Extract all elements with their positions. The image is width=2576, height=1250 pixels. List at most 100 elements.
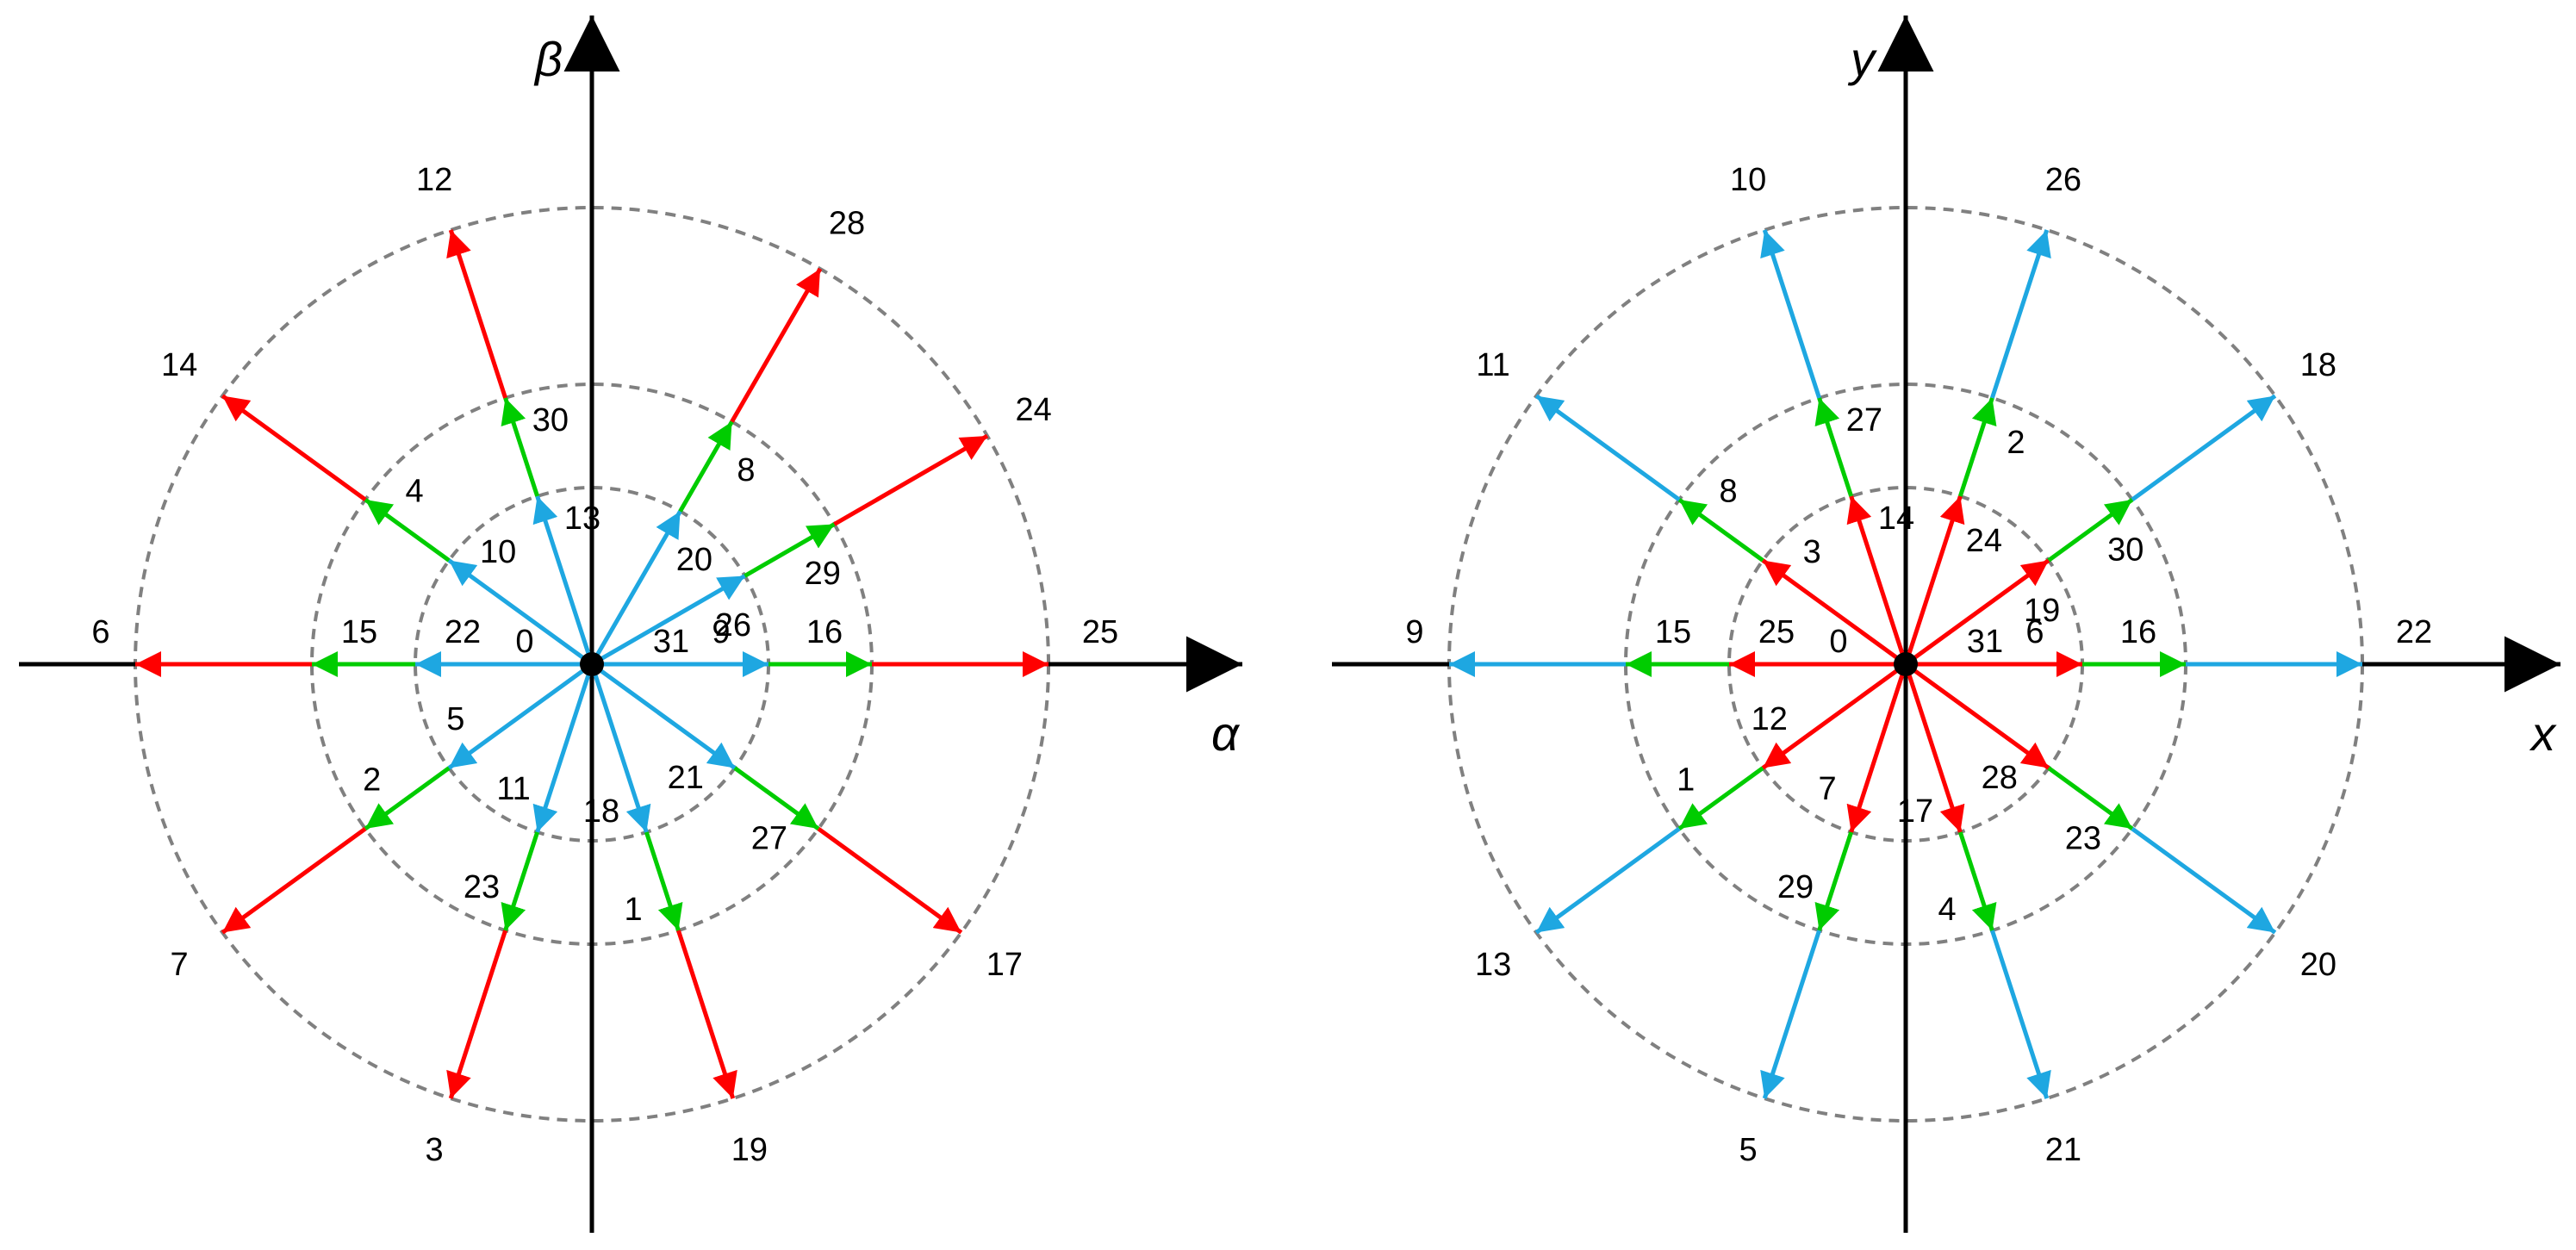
vector-arrow-inner: [1990, 930, 2051, 1099]
vector-label: 14: [161, 347, 197, 383]
vector-label: 26: [2045, 162, 2081, 198]
vector-arrow-inner: [2131, 827, 2277, 935]
vector-arrow-middle: [2047, 497, 2134, 563]
vector-arrow-middle: [1814, 831, 1854, 931]
vector-label: 21: [668, 760, 704, 796]
vector-arrow-inner: [447, 662, 594, 770]
vector-label: 9: [712, 614, 730, 650]
vector-label: 11: [496, 771, 530, 807]
vector-arrow-outer: [1761, 558, 1907, 667]
vector-arrow-inner: [532, 495, 594, 665]
vector-arrow-outer: [1903, 495, 1965, 665]
vector-arrow-middle: [2047, 766, 2134, 831]
vector-label: 3: [426, 1132, 444, 1168]
vector-arrow-middle: [733, 766, 820, 831]
zero-vector-label: 0: [515, 624, 533, 660]
vector-label: 25: [1758, 614, 1795, 650]
vector-arrow-outer: [1903, 663, 1965, 833]
vector-arrow-middle: [1957, 397, 1997, 497]
vector-arrow-outer: [446, 930, 507, 1099]
vector-label: 27: [1846, 402, 1882, 438]
vector-label: 23: [2065, 821, 2101, 857]
vector-arrow-middle: [678, 420, 734, 513]
x-axis-label: α: [1211, 706, 1241, 761]
vector-label: 22: [445, 614, 481, 650]
vector-arrow-outer: [446, 229, 507, 399]
vector-arrow-outer: [817, 827, 963, 935]
y-axis-label: β: [533, 32, 563, 86]
zero-vector-label-31: 31: [653, 624, 689, 660]
vector-label: 28: [1982, 760, 2018, 796]
vector-label: 19: [731, 1132, 768, 1168]
vector-label: 14: [1878, 501, 1914, 537]
vector-arrow-middle: [501, 831, 540, 931]
vector-label: 23: [464, 869, 500, 905]
vector-arrow-middle: [364, 766, 451, 831]
vector-arrow-middle: [364, 497, 451, 563]
vector-label: 12: [1752, 701, 1788, 737]
vector-arrow-outer: [1846, 495, 1908, 665]
vector-label: 6: [2025, 614, 2044, 650]
vector-label: 24: [1966, 523, 2002, 559]
vector-arrow-inner: [589, 663, 651, 833]
vector-arrow-inner: [1534, 827, 1681, 935]
vector-arrow-middle: [501, 397, 540, 497]
vector-label: 30: [2107, 532, 2144, 569]
vector-arrow-inner: [1760, 229, 1821, 399]
vector-arrow-middle: [1677, 766, 1764, 831]
vector-arrow-inner: [590, 662, 737, 770]
vector-arrow-inner: [532, 663, 594, 833]
vector-label: 9: [1405, 614, 1423, 650]
vector-label: 10: [1730, 162, 1766, 198]
vector-arrow-middle: [1677, 497, 1764, 563]
vector-label: 27: [751, 821, 787, 857]
vector-label: 30: [532, 402, 569, 438]
vector-label: 12: [416, 162, 452, 198]
vector-arrow-outer: [730, 267, 823, 423]
vector-arrow-inner: [590, 574, 746, 667]
vector-label: 7: [171, 947, 189, 983]
vector-label: 21: [2045, 1132, 2081, 1168]
vector-label: 16: [806, 614, 843, 650]
vector-label: 11: [1476, 347, 1509, 383]
vector-label: 22: [2396, 614, 2432, 650]
vector-arrow-middle: [744, 522, 836, 578]
vector-label: 4: [1938, 892, 1957, 928]
x-axis-label: x: [2529, 706, 2557, 761]
y-axis-label: y: [1847, 32, 1877, 86]
vector-arrow-inner: [589, 510, 682, 666]
vector-arrow-outer: [1761, 662, 1907, 770]
vector-label: 5: [446, 701, 464, 737]
vector-label: 17: [986, 947, 1023, 983]
vector-arrow-outer: [1904, 662, 2050, 770]
vector-label: 29: [1777, 869, 1814, 905]
vector-label: 1: [625, 892, 643, 928]
vector-arrow-outer: [1846, 663, 1908, 833]
vector-label: 10: [480, 534, 516, 570]
vector-label: 24: [1016, 392, 1052, 428]
vector-label: 26: [715, 607, 751, 644]
origin-dot: [1894, 652, 1918, 676]
vector-label: 15: [1655, 614, 1691, 650]
vector-label: 8: [737, 452, 755, 488]
vector-arrow-inner: [1990, 229, 2051, 399]
vector-arrow-outer: [221, 394, 367, 501]
zero-vector-label: 0: [1829, 624, 1847, 660]
origin-dot: [580, 652, 604, 676]
vector-label: 13: [564, 501, 600, 537]
vector-arrow-outer: [1904, 558, 2050, 667]
vector-label: 28: [829, 205, 865, 241]
vector-label: 1: [1677, 762, 1695, 799]
vector-arrow-middle: [1814, 397, 1854, 497]
vector-label: 2: [2007, 425, 2025, 461]
vector-arrow-outer: [676, 930, 737, 1099]
vector-arrow-middle: [644, 831, 683, 931]
zero-vector-label-31: 31: [1967, 624, 2003, 660]
vector-label: 29: [805, 556, 841, 592]
vector-arrow-inner: [447, 558, 594, 667]
vector-arrow-middle: [1957, 831, 1997, 931]
vector-label: 19: [2024, 593, 2060, 629]
vector-arrow-inner: [1534, 394, 1681, 501]
vector-label: 20: [2300, 947, 2336, 983]
